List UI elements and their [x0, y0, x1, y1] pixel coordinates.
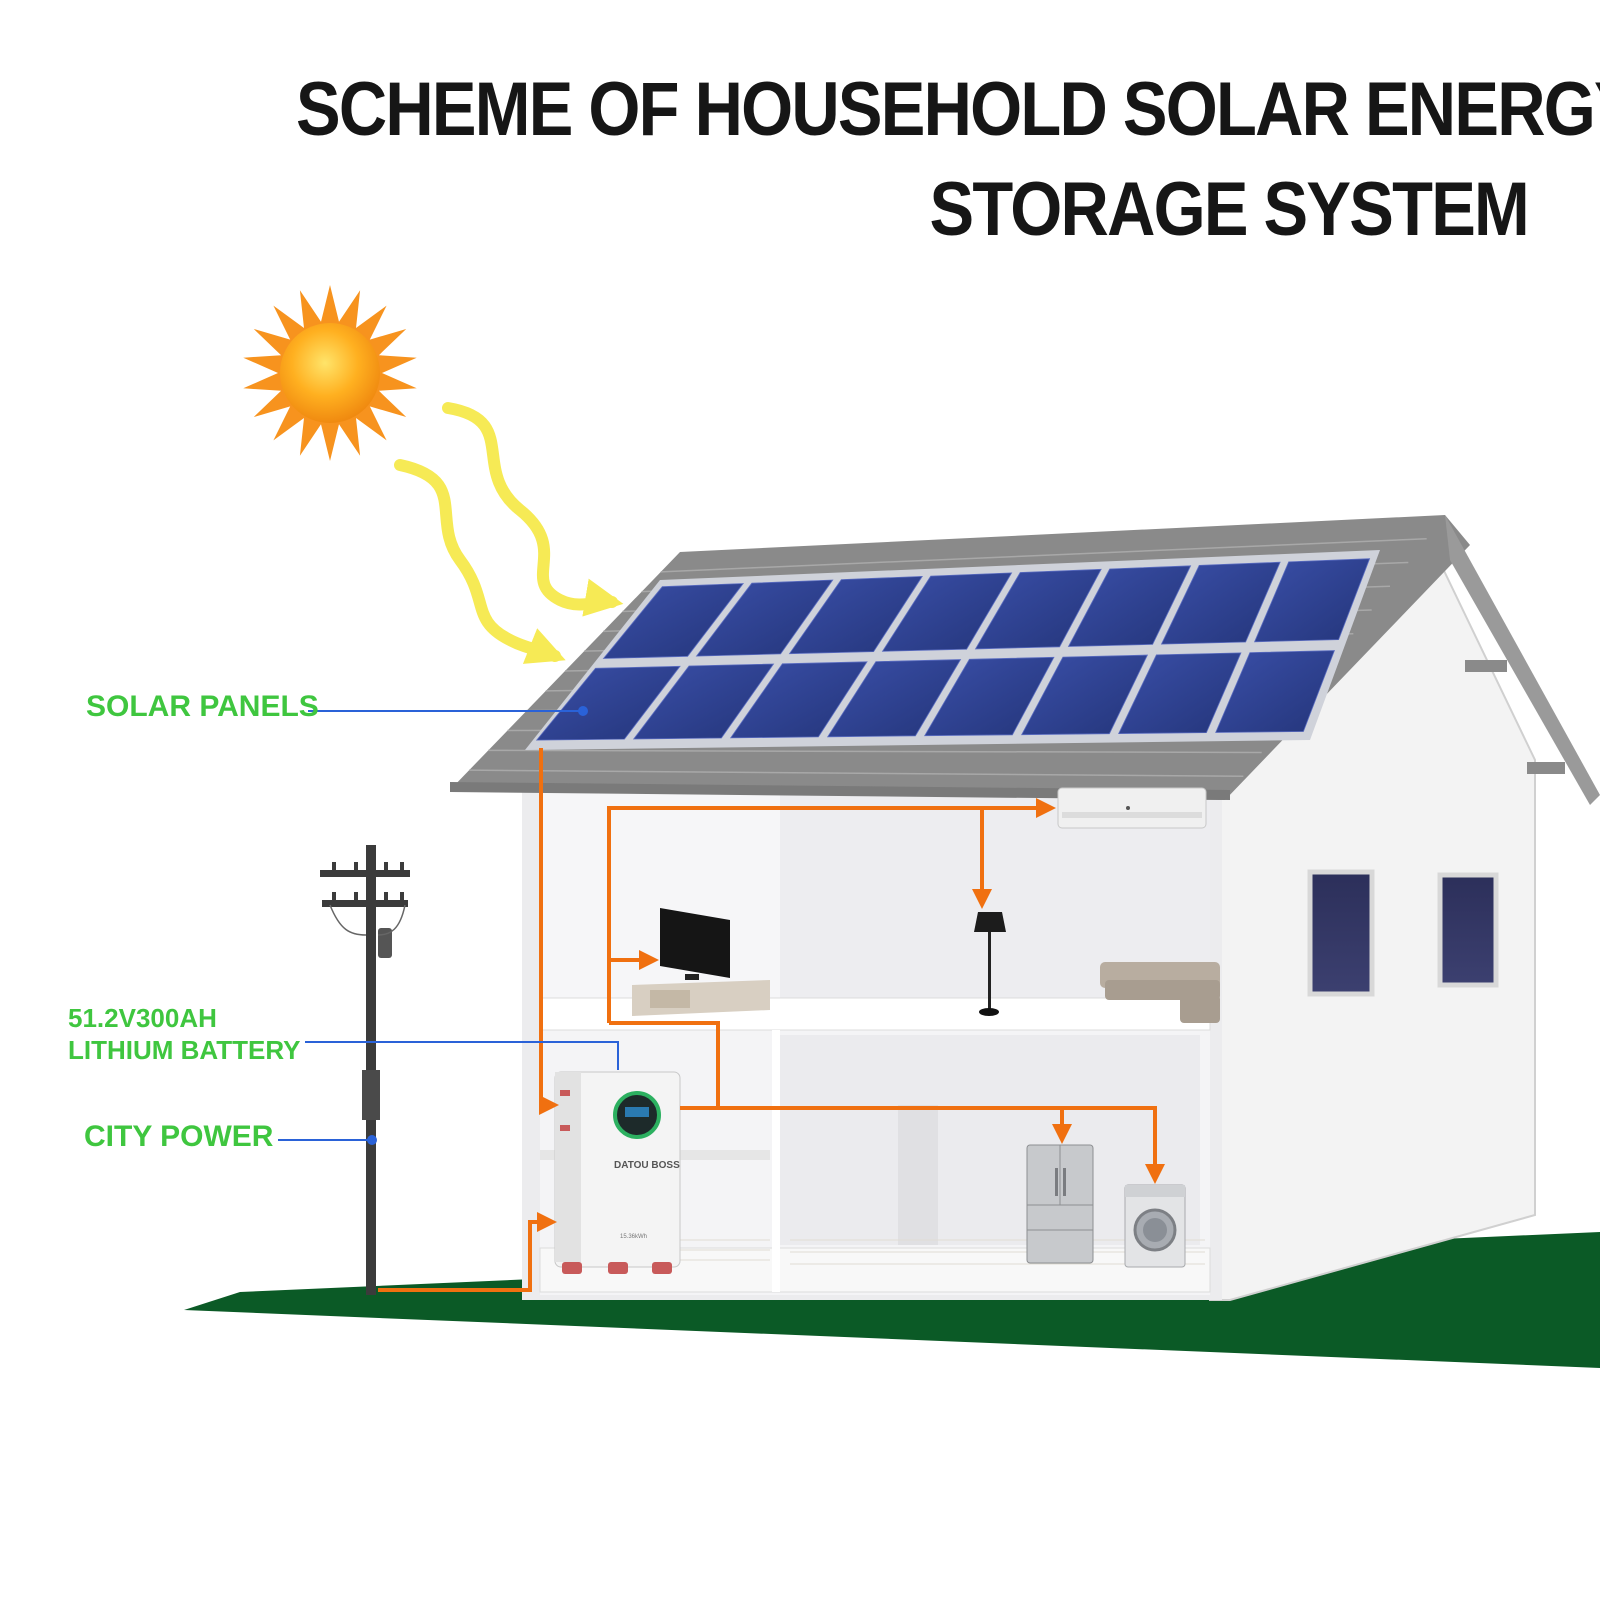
sun-icon	[243, 285, 417, 461]
solar-panel	[1067, 565, 1192, 647]
solar-panel	[535, 665, 681, 741]
battery-brand-label: DATOU BOSS	[614, 1160, 680, 1171]
label-lithium-battery: 51.2V300AH LITHIUM BATTERY	[68, 1002, 301, 1066]
solar-panel	[1160, 561, 1281, 645]
label-battery-spec: 51.2V300AH	[68, 1003, 217, 1033]
sunlight-ray-2	[394, 459, 566, 664]
title-line-2: STORAGE SYSTEM	[929, 167, 1530, 252]
lithium-battery-unit: DATOU BOSS 15.36kWh	[554, 1071, 681, 1274]
refrigerator-icon	[1026, 1144, 1094, 1264]
solar-panel	[788, 575, 923, 655]
window-left	[1307, 869, 1375, 997]
washing-machine-icon	[1124, 1184, 1186, 1268]
flow-to-appliances	[718, 1106, 1165, 1184]
tv-icon	[632, 908, 770, 1016]
flow-panel-to-battery	[539, 748, 559, 1115]
solar-panel-array	[525, 550, 1380, 750]
label-leader-lines	[278, 706, 619, 1145]
label-battery-type: LITHIUM BATTERY	[68, 1035, 301, 1065]
label-solar-panels: SOLAR PANELS	[86, 690, 319, 723]
label-city-power: CITY POWER	[84, 1120, 274, 1153]
air-conditioner-icon	[1057, 787, 1207, 829]
power-flow-lines	[378, 748, 1165, 1292]
leader-battery	[305, 1041, 619, 1070]
sunlight-ray-1	[442, 402, 624, 617]
solar-panel	[974, 568, 1102, 650]
flow-battery-to-house	[609, 1021, 720, 1110]
solar-panel	[826, 659, 962, 738]
solar-panel	[1118, 652, 1242, 735]
flow-to-air-conditioner	[607, 798, 1056, 1023]
title-line-1: SCHEME OF HOUSEHOLD SOLAR ENERGY	[296, 67, 1600, 152]
solar-panel	[881, 572, 1013, 652]
battery-model-label: 15.36kWh	[620, 1234, 647, 1240]
solar-panel	[1215, 650, 1335, 733]
solar-panel	[602, 583, 745, 659]
window-right	[1437, 872, 1499, 988]
solar-panel	[1021, 654, 1149, 736]
solar-panel	[1253, 558, 1371, 643]
page-title: SCHEME OF HOUSEHOLD SOLAR ENERGY STORAGE…	[296, 60, 1600, 260]
sofa-icon	[1100, 962, 1220, 1023]
solar-panel	[729, 661, 868, 739]
utility-pole-icon	[320, 845, 410, 1295]
solar-panel	[695, 579, 834, 657]
solar-panel	[923, 656, 1055, 737]
floor-lamp-icon	[974, 912, 1006, 1016]
solar-panel	[632, 663, 775, 740]
flow-city-to-battery	[378, 1212, 557, 1292]
